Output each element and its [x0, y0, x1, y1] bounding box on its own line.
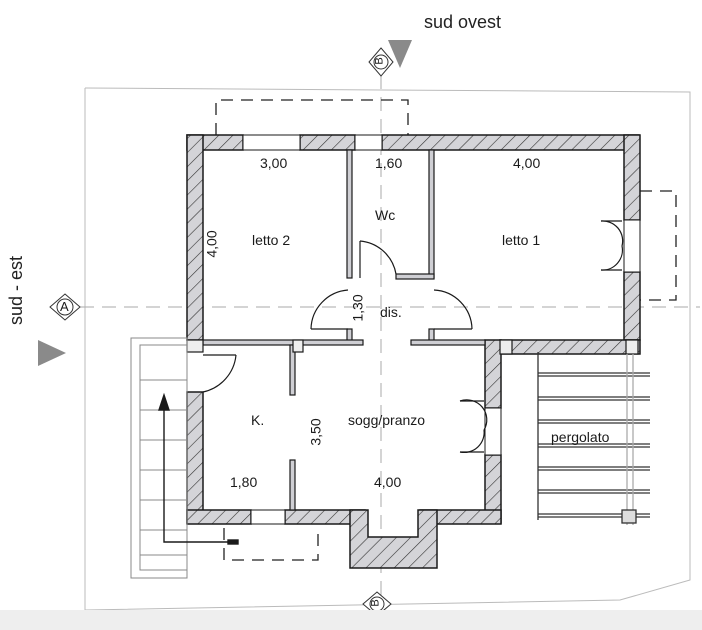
scan-edge: [0, 610, 702, 630]
section-label-b-top: B: [373, 57, 386, 65]
windows: [242, 134, 641, 525]
dim-kitchen-width: 1,80: [230, 474, 258, 490]
stair-arrow: [158, 392, 239, 545]
orientation-top: sud ovest: [424, 12, 502, 32]
section-marker-a-icon: [49, 293, 81, 321]
section-lines: [80, 75, 700, 595]
section-label-b-bottom: B: [369, 599, 382, 607]
pergola: [537, 352, 650, 525]
dim-soggiorno-width: 4,00: [374, 474, 402, 490]
staircase: [130, 337, 188, 579]
dim-dis-depth: 1,30: [349, 294, 366, 322]
exterior-walls: [186, 134, 641, 569]
doors: [202, 220, 624, 454]
room-label-dis: dis.: [380, 304, 402, 320]
dim-letto1-width: 4,00: [513, 155, 541, 171]
section-label-a: A: [60, 299, 69, 314]
room-label-soggiorno: sogg/pranzo: [348, 412, 426, 428]
north-marker-left-icon: [38, 340, 66, 366]
orientation-left: sud - est: [6, 255, 27, 326]
room-label-wc: Wc: [375, 207, 396, 223]
dim-wc-width: 1,60: [375, 155, 403, 171]
dim-letto2-width: 3,00: [260, 155, 288, 171]
dim-letto2-depth: 4,00: [203, 230, 220, 258]
dim-kitchen-depth: 3,50: [307, 418, 324, 446]
room-label-letto1: letto 1: [502, 232, 541, 248]
site-boundary: [84, 87, 691, 611]
room-label-pergolato: pergolato: [551, 429, 610, 445]
balcony-outlines: [215, 99, 677, 561]
interior-walls: [186, 149, 639, 511]
section-marker-b-top-icon: [368, 47, 394, 77]
room-label-letto2: letto 2: [252, 232, 291, 248]
north-marker-top-icon: [388, 40, 412, 68]
room-label-kitchen: K.: [251, 412, 265, 428]
